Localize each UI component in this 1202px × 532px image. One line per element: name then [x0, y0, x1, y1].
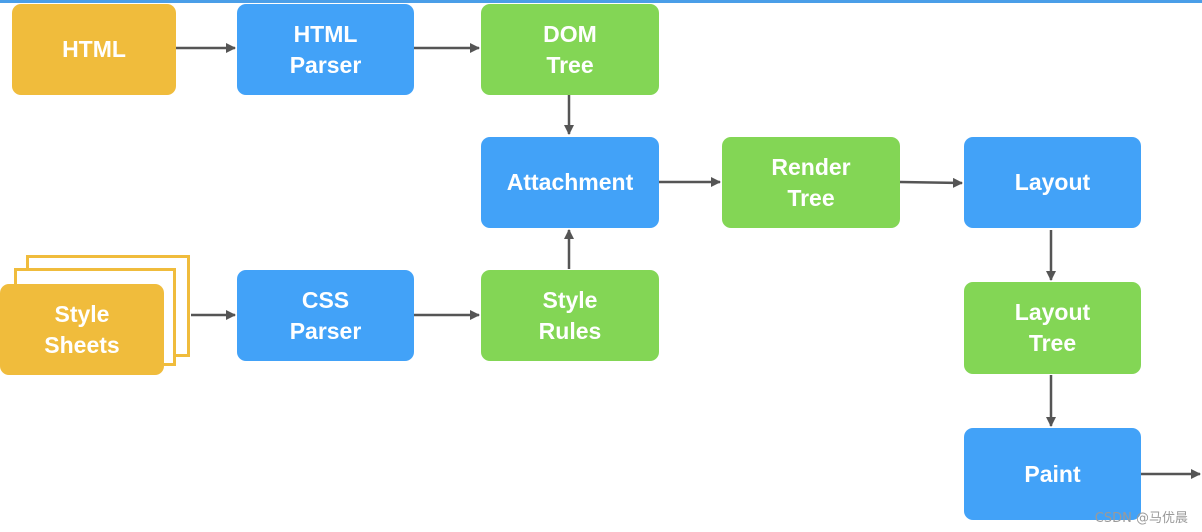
node-render-tree: Render Tree	[722, 137, 900, 228]
node-css-parser: CSS Parser	[237, 270, 414, 361]
node-attachment: Attachment	[481, 137, 659, 228]
watermark-text: CSDN @马优晨	[1094, 511, 1188, 526]
node-html-parser: HTML Parser	[237, 4, 414, 95]
node-html: HTML	[12, 4, 176, 95]
node-dom-tree: DOM Tree	[481, 4, 659, 95]
node-paint: Paint	[964, 428, 1141, 520]
node-style-rules: Style Rules	[481, 270, 659, 361]
arrow-render-tree-to-layout	[899, 177, 963, 188]
node-layout-tree: Layout Tree	[964, 282, 1141, 374]
top-border-line	[0, 0, 1202, 3]
node-style-sheets: Style Sheets	[0, 284, 164, 375]
node-layout: Layout	[964, 137, 1141, 228]
